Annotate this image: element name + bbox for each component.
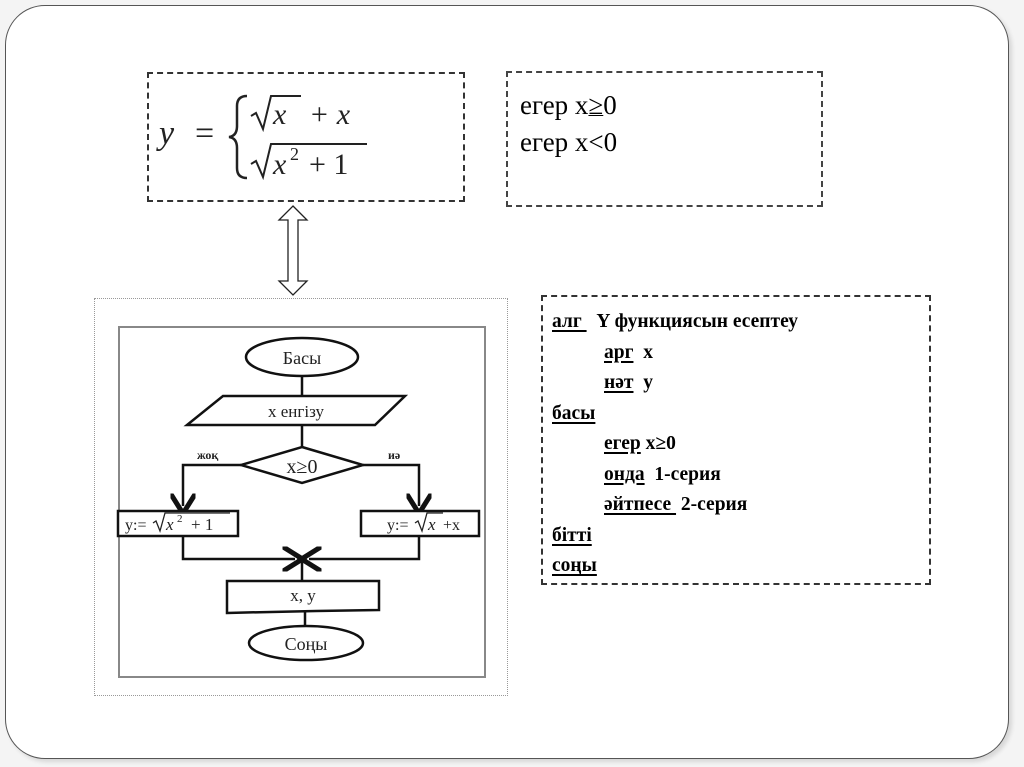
algorithm-line: соңы [552, 551, 929, 582]
sqrt-sign-case1 [250, 95, 301, 133]
condition-1-operator: ≥ [588, 90, 604, 120]
end-label: Соңы [285, 634, 328, 654]
algorithm-line: онда 1-серия [552, 460, 929, 491]
decision-diamond [236, 445, 368, 485]
piecewise-formula-box: y = x + x x 2 + 1 [147, 72, 465, 202]
algorithm-text: 2-серия [676, 494, 748, 515]
left-process-prefix: y:= [125, 517, 146, 534]
case2-radicand-base: x [272, 148, 287, 181]
left-process-rest: + 1 [191, 515, 213, 534]
double-vertical-arrow-icon [277, 205, 309, 296]
right-sqrt-sign [414, 512, 443, 534]
left-process-box [116, 509, 240, 538]
algorithm-line: егер x≥0 [552, 429, 929, 460]
yes-branch-arrow [363, 463, 419, 506]
algorithm-keyword: нәт [604, 372, 634, 393]
algorithm-text: Y функциясын есептеу [586, 311, 798, 332]
output-label: x, y [290, 586, 316, 605]
formula-equals: = [195, 115, 214, 152]
algorithm-keyword: соңы [552, 555, 597, 576]
algorithm-text: 1-серия [644, 463, 721, 485]
formula-lhs: y [156, 115, 175, 152]
piecewise-formula: y = x + x x 2 + 1 [156, 94, 367, 181]
case1-rest: + x [309, 98, 351, 131]
left-merge-arrow [181, 536, 295, 559]
algorithm-keyword: егер [604, 433, 641, 454]
conditions-box: егер x≥0 егер x<0 [506, 71, 823, 207]
algorithm-text: x≥0 [640, 433, 676, 454]
condition-1-value: 0 [603, 90, 617, 120]
no-branch-label: жоқ [197, 448, 218, 462]
algorithm-line: әйтпесе 2-серия [552, 490, 929, 521]
algorithm-line: басы [552, 399, 929, 430]
no-branch-arrow [183, 463, 241, 506]
left-process-exponent: 2 [177, 513, 183, 525]
right-process-radicand: x [427, 515, 436, 534]
end-terminal [247, 624, 365, 662]
algorithm-keyword: бітті [552, 524, 592, 546]
curly-brace [228, 94, 248, 180]
algorithm-keyword: әйтпесе [604, 494, 677, 515]
left-process-radicand: x [165, 515, 174, 534]
algorithm-keyword: арг [604, 341, 634, 363]
start-label: Басы [283, 348, 321, 368]
yes-branch-label: иә [388, 448, 400, 462]
algorithm-keyword: онда [604, 463, 645, 485]
input-parallelogram [183, 394, 409, 427]
algorithm-line: бітті [552, 521, 929, 552]
case2-radicand-exponent: 2 [290, 144, 299, 164]
condition-1-prefix: егер x [520, 90, 589, 120]
algorithm-keyword: алг [552, 311, 587, 332]
right-process-box [359, 509, 481, 538]
case2-radicand-rest: + 1 [309, 148, 348, 181]
algorithm-line: нәт y [552, 368, 929, 399]
flowchart-frame: Басы x енгізу x≥0 жоқ иә y:= x 2 + 1 y:=… [94, 298, 508, 696]
input-label: x енгізу [268, 402, 324, 421]
algorithm-line: арг x [552, 338, 929, 369]
algorithm-line: алг Y функциясын есептеу [552, 307, 929, 338]
right-merge-arrow [309, 536, 421, 559]
condition-line-1: егер x≥0 [520, 87, 821, 124]
right-process-prefix: y:= [387, 517, 408, 534]
algorithm-text: y [633, 372, 653, 393]
output-box [225, 579, 381, 615]
sqrt-sign-case2 [250, 143, 367, 181]
case1-radicand: x [272, 98, 287, 131]
algorithm-text: x [633, 341, 653, 363]
right-process-rest: +x [443, 517, 460, 534]
left-sqrt-sign [152, 512, 230, 534]
flowchart: Басы x енгізу x≥0 жоқ иә y:= x 2 + 1 y:=… [116, 326, 486, 678]
algorithm-keyword: басы [552, 402, 596, 424]
condition-line-2: егер x<0 [520, 127, 618, 157]
decision-label: x≥0 [287, 456, 318, 478]
